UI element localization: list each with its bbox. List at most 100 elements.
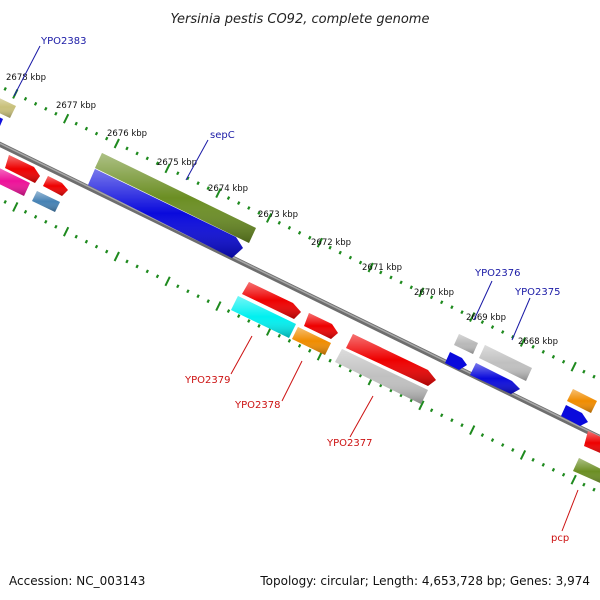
gene-block[interactable] — [567, 389, 597, 413]
gene-arrow-pcp[interactable] — [584, 431, 600, 455]
gene-label-YPO2379[interactable]: YPO2379 — [184, 375, 230, 386]
minor-tick — [460, 423, 464, 428]
minor-tick — [308, 235, 312, 240]
minor-tick — [247, 319, 251, 323]
minor-tick — [145, 269, 149, 274]
reverse-strand-genes — [0, 155, 600, 485]
gene-block[interactable] — [335, 349, 428, 404]
gene-label-YPO2383[interactable]: YPO2383 — [40, 36, 86, 47]
gene-block[interactable] — [573, 458, 600, 485]
gene-arrow[interactable] — [445, 352, 467, 370]
gene-label-pcp[interactable]: pcp — [551, 533, 569, 544]
minor-tick — [23, 209, 28, 214]
major-tick — [519, 336, 527, 347]
minor-tick — [328, 245, 332, 250]
minor-tick — [44, 219, 48, 224]
gene-arrow[interactable] — [304, 313, 338, 339]
minor-tick — [429, 408, 434, 413]
minor-tick — [94, 244, 99, 249]
minor-tick — [84, 239, 89, 244]
minor-tick — [277, 333, 281, 338]
minor-tick — [135, 264, 139, 269]
minor-tick — [135, 151, 139, 156]
gene-block[interactable] — [0, 96, 16, 118]
minor-tick — [33, 214, 38, 219]
gene-arrow[interactable] — [561, 405, 588, 426]
major-tick — [570, 474, 577, 485]
major-tick — [164, 276, 171, 287]
minor-tick — [389, 275, 393, 280]
callout-line — [230, 335, 253, 375]
kbp-label: 2669 kbp — [466, 313, 506, 323]
minor-tick — [44, 106, 48, 111]
major-tick — [63, 113, 70, 124]
gene-block-YPO2379[interactable] — [231, 296, 296, 338]
minor-tick — [531, 457, 535, 462]
minor-tick — [257, 211, 261, 215]
gene-block-YPO2376[interactable] — [454, 334, 478, 354]
minor-tick — [196, 181, 200, 186]
major-tick — [570, 361, 577, 372]
minor-tick — [450, 305, 454, 310]
minor-tick — [592, 374, 596, 379]
topology-text: Topology: circular; Length: 4,653,728 bp… — [260, 574, 590, 588]
gene-label-YPO2375[interactable]: YPO2375 — [514, 287, 560, 298]
major-tick — [418, 400, 425, 411]
minor-tick — [561, 472, 566, 477]
minor-tick — [155, 274, 160, 279]
gene-block[interactable] — [0, 115, 3, 126]
major-tick — [63, 226, 70, 237]
minor-tick — [105, 249, 109, 254]
minor-tick — [399, 280, 403, 285]
minor-tick — [592, 487, 596, 492]
major-tick — [266, 212, 273, 223]
gene-arrow-sepC[interactable] — [88, 169, 243, 258]
minor-tick — [176, 284, 180, 289]
minor-tick — [440, 413, 444, 418]
minor-tick — [297, 230, 302, 235]
minor-tick — [226, 309, 231, 313]
callout-line — [281, 360, 303, 402]
gene-label-sepC[interactable]: sepC — [210, 130, 235, 141]
minor-tick — [582, 369, 586, 374]
gene-label-YPO2378[interactable]: YPO2378 — [234, 400, 280, 411]
gene-arrow-YPO2377[interactable] — [346, 334, 436, 386]
minor-tick — [429, 295, 434, 300]
major-tick — [12, 201, 19, 212]
minor-tick — [94, 131, 99, 136]
minor-tick — [84, 126, 89, 131]
gene-block-YPO2378[interactable] — [292, 327, 331, 355]
minor-tick — [511, 448, 515, 452]
callout-line — [349, 395, 374, 438]
minor-tick — [450, 418, 454, 423]
minor-tick — [125, 259, 129, 264]
minor-tick — [105, 136, 109, 141]
minor-tick — [3, 87, 7, 91]
kbp-label: 2672 kbp — [311, 238, 351, 248]
callout-line — [511, 297, 531, 341]
gene-arrow[interactable] — [470, 363, 520, 394]
major-tick — [164, 163, 171, 174]
gene-block[interactable] — [95, 153, 256, 243]
gene-label-YPO2376[interactable]: YPO2376 — [474, 268, 520, 279]
minor-tick — [348, 255, 353, 260]
gene-arrow[interactable] — [43, 176, 68, 196]
minor-tick — [490, 438, 495, 442]
major-tick — [469, 425, 476, 436]
gene-callouts: YPO2383 sepC YPO2376 YPO2375 YPO2379 YPO… — [13, 36, 579, 544]
gene-arrow[interactable] — [5, 155, 40, 183]
gene-block[interactable] — [0, 166, 30, 196]
minor-tick — [186, 289, 190, 294]
gene-arrow[interactable] — [242, 282, 301, 319]
minor-tick — [237, 201, 241, 205]
major-tick — [113, 138, 120, 149]
gene-block[interactable] — [32, 191, 60, 212]
gene-label-YPO2377[interactable]: YPO2377 — [326, 438, 372, 449]
gene-block-YPO2375[interactable] — [479, 345, 532, 381]
minor-tick — [460, 310, 464, 315]
forward-strand-genes — [0, 96, 597, 426]
kbp-label: 2674 kbp — [208, 184, 248, 194]
minor-tick — [561, 359, 566, 364]
minor-tick — [226, 196, 231, 200]
